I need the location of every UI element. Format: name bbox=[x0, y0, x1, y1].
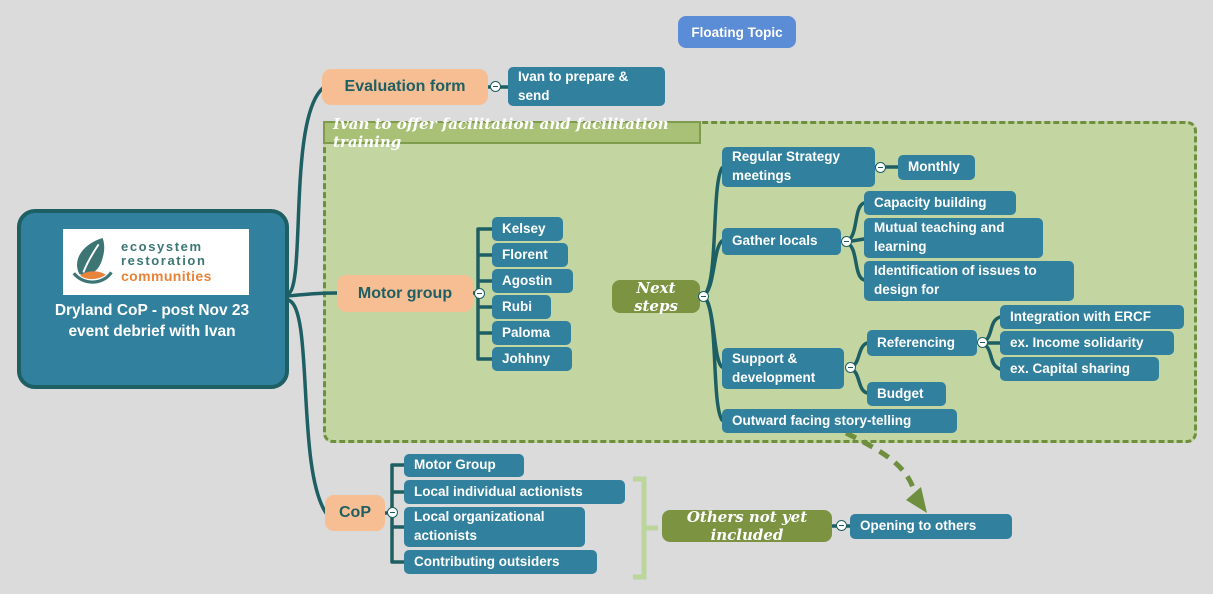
capacity-building-label: Capacity building bbox=[874, 194, 987, 210]
node-integration-ercf[interactable]: Integration with ERCF bbox=[1000, 305, 1184, 329]
identification-issues-label: Identification of issues to design for bbox=[874, 263, 1037, 297]
ivan-prepare-send-label: Ivan to prepare & send bbox=[518, 68, 629, 103]
income-solidarity-label: ex. Income solidarity bbox=[1010, 334, 1144, 350]
node-others-not-yet-included[interactable]: Others not yet included bbox=[662, 508, 832, 544]
main-topic-title: Dryland CoP - post Nov 23 event debrief … bbox=[54, 302, 250, 340]
connector-nextsteps-outward bbox=[701, 294, 724, 422]
contributing-outsiders-label: Contributing outsiders bbox=[414, 553, 560, 569]
bracket-cop-outsiders bbox=[633, 476, 658, 580]
support-development-label: Support & development bbox=[732, 350, 816, 385]
node-evaluation-form[interactable]: Evaluation form bbox=[322, 69, 488, 105]
mutual-teaching-learning-label: Mutual teaching and learning bbox=[874, 220, 1005, 254]
cop-label: CoP bbox=[339, 504, 371, 521]
node-florent[interactable]: Florent bbox=[492, 243, 568, 267]
node-gather-locals[interactable]: Gather locals bbox=[722, 228, 841, 255]
connector-main-cop bbox=[286, 298, 328, 515]
arrow-storytelling-opening-head bbox=[906, 487, 927, 513]
node-local-organizational-actionists[interactable]: Local organizational actionists bbox=[404, 507, 585, 547]
node-outward-storytelling[interactable]: Outward facing story-telling bbox=[722, 409, 957, 433]
connector-main-motorgroup bbox=[286, 291, 339, 298]
node-kelsey[interactable]: Kelsey bbox=[492, 217, 563, 241]
node-paloma[interactable]: Paloma bbox=[492, 321, 571, 345]
collapse-toggle-next-steps[interactable] bbox=[698, 291, 709, 302]
rubi-label: Rubi bbox=[502, 298, 532, 314]
node-income-solidarity[interactable]: ex. Income solidarity bbox=[1000, 331, 1174, 355]
local-organizational-actionists-label: Local organizational actionists bbox=[414, 509, 545, 543]
florent-label: Florent bbox=[502, 246, 548, 262]
logo-line-ecosystem: ecosystem bbox=[121, 238, 203, 254]
opening-to-others-label: Opening to others bbox=[860, 518, 977, 534]
erc-logo-text: ecosystem restoration communities bbox=[121, 238, 212, 285]
floating-topic-label: Floating Topic bbox=[691, 24, 783, 40]
node-capital-sharing[interactable]: ex. Capital sharing bbox=[1000, 357, 1159, 381]
node-main-topic[interactable]: ecosystem restoration communities Drylan… bbox=[17, 209, 289, 389]
monthly-label: Monthly bbox=[908, 159, 960, 175]
node-contributing-outsiders[interactable]: Contributing outsiders bbox=[404, 550, 597, 574]
erc-logo: ecosystem restoration communities bbox=[63, 229, 249, 295]
gather-locals-label: Gather locals bbox=[732, 233, 818, 249]
node-budget[interactable]: Budget bbox=[867, 382, 946, 406]
collapse-toggle-others[interactable] bbox=[836, 520, 847, 531]
collapse-toggle-referencing[interactable] bbox=[977, 337, 988, 348]
local-individual-actionists-label: Local individual actionists bbox=[414, 483, 583, 499]
next-steps-label: Next steps bbox=[634, 278, 678, 315]
arrow-storytelling-opening bbox=[844, 430, 918, 495]
node-next-steps[interactable]: Next steps bbox=[612, 278, 700, 315]
leaf-icon bbox=[72, 238, 113, 284]
collapse-toggle-gather-locals[interactable] bbox=[841, 236, 852, 247]
paloma-label: Paloma bbox=[502, 324, 551, 340]
referencing-label: Referencing bbox=[877, 334, 956, 350]
node-agostin[interactable]: Agostin bbox=[492, 269, 573, 293]
node-mutual-teaching-learning[interactable]: Mutual teaching and learning bbox=[864, 218, 1043, 258]
node-identification-issues[interactable]: Identification of issues to design for bbox=[864, 261, 1074, 301]
others-not-yet-included-label: Others not yet included bbox=[686, 508, 808, 544]
connector-gather-identification bbox=[844, 240, 866, 282]
collapse-toggle-support[interactable] bbox=[845, 362, 856, 373]
outward-storytelling-label: Outward facing story-telling bbox=[732, 412, 912, 428]
group-label-facilitation[interactable]: Ivan to offer facilitation and facilitat… bbox=[323, 115, 701, 151]
node-local-individual-actionists[interactable]: Local individual actionists bbox=[404, 480, 625, 504]
node-opening-to-others[interactable]: Opening to others bbox=[850, 514, 1012, 539]
group-label-text: Ivan to offer facilitation and facilitat… bbox=[333, 114, 669, 151]
node-ivan-prepare-send[interactable]: Ivan to prepare & send bbox=[508, 67, 665, 106]
node-capacity-building[interactable]: Capacity building bbox=[864, 191, 1016, 215]
node-regular-strategy-meetings[interactable]: Regular Strategy meetings bbox=[722, 147, 875, 187]
node-support-development[interactable]: Support & development bbox=[722, 348, 844, 389]
budget-label: Budget bbox=[877, 385, 924, 401]
node-monthly[interactable]: Monthly bbox=[898, 155, 975, 180]
regular-strategy-meetings-label: Regular Strategy meetings bbox=[732, 149, 841, 183]
johhny-label: Johhny bbox=[502, 350, 551, 366]
node-johhny[interactable]: Johhny bbox=[492, 347, 572, 371]
node-cop-motor-group[interactable]: Motor Group bbox=[404, 454, 524, 477]
cop-motor-group-label: Motor Group bbox=[414, 457, 496, 473]
collapse-toggle-motor-group[interactable] bbox=[474, 288, 485, 299]
logo-line-communities: communities bbox=[121, 267, 212, 284]
kelsey-label: Kelsey bbox=[502, 220, 546, 236]
motor-group-label: Motor group bbox=[357, 284, 453, 302]
evaluation-form-label: Evaluation form bbox=[344, 78, 466, 95]
integration-ercf-label: Integration with ERCF bbox=[1010, 308, 1151, 324]
collapse-toggle-cop[interactable] bbox=[387, 507, 398, 518]
node-rubi[interactable]: Rubi bbox=[492, 295, 551, 319]
node-cop[interactable]: CoP bbox=[325, 495, 385, 531]
collapse-toggle-evaluation[interactable] bbox=[490, 81, 501, 92]
capital-sharing-label: ex. Capital sharing bbox=[1010, 360, 1131, 376]
node-motor-group[interactable]: Motor group bbox=[337, 275, 473, 312]
node-floating-topic[interactable]: Floating Topic bbox=[678, 16, 796, 48]
agostin-label: Agostin bbox=[502, 272, 553, 288]
collapse-toggle-strategy[interactable] bbox=[875, 162, 886, 173]
logo-line-restoration: restoration bbox=[121, 253, 207, 269]
node-referencing[interactable]: Referencing bbox=[867, 330, 977, 356]
connector-main-evaluation bbox=[286, 86, 325, 296]
